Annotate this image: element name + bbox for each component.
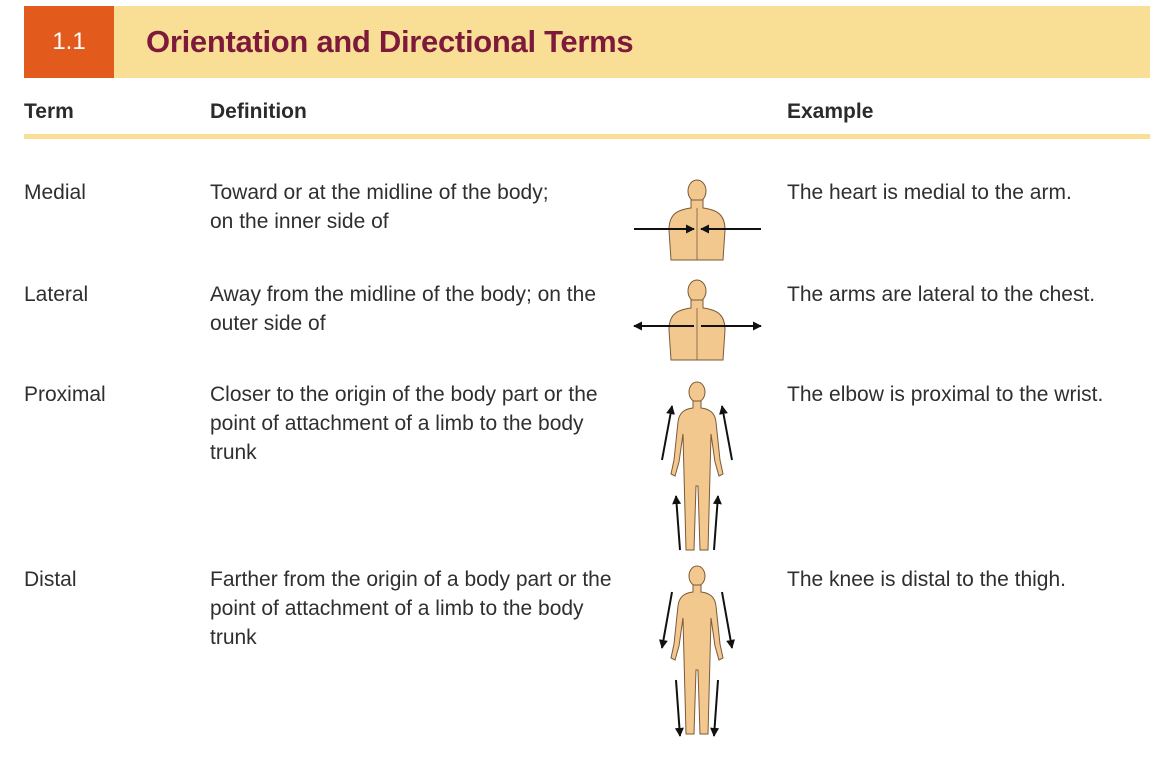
term-proximal: Proximal — [24, 383, 106, 406]
definition-medial: Toward or at the midline of the body; on… — [210, 181, 549, 233]
definition-distal: Farther from the origin of a body part o… — [210, 568, 612, 649]
title-banner — [24, 6, 1150, 78]
header-divider — [24, 134, 1150, 139]
column-header-term: Term — [24, 100, 74, 123]
term-medial: Medial — [24, 181, 86, 204]
upper-body-lateral-arrows-icon — [630, 278, 765, 368]
upper-body-medial-arrows-icon — [630, 178, 765, 268]
table-number: 1.1 — [24, 6, 114, 78]
full-body-proximal-arrows-icon — [652, 378, 742, 553]
example-medial: The heart is medial to the arm. — [787, 181, 1072, 204]
term-lateral: Lateral — [24, 283, 89, 306]
example-proximal: The elbow is proximal to the wrist. — [787, 383, 1104, 406]
table-title: Orientation and Directional Terms — [146, 24, 634, 59]
full-body-distal-arrows-icon — [652, 562, 742, 740]
example-lateral: The arms are lateral to the chest. — [787, 283, 1096, 306]
column-header-example: Example — [787, 100, 874, 123]
example-distal: The knee is distal to the thigh. — [787, 568, 1066, 591]
definition-proximal: Closer to the origin of the body part or… — [210, 383, 598, 464]
column-header-definition: Definition — [210, 100, 307, 123]
term-distal: Distal — [24, 568, 77, 591]
definition-lateral: Away from the midline of the body; on th… — [210, 283, 596, 335]
